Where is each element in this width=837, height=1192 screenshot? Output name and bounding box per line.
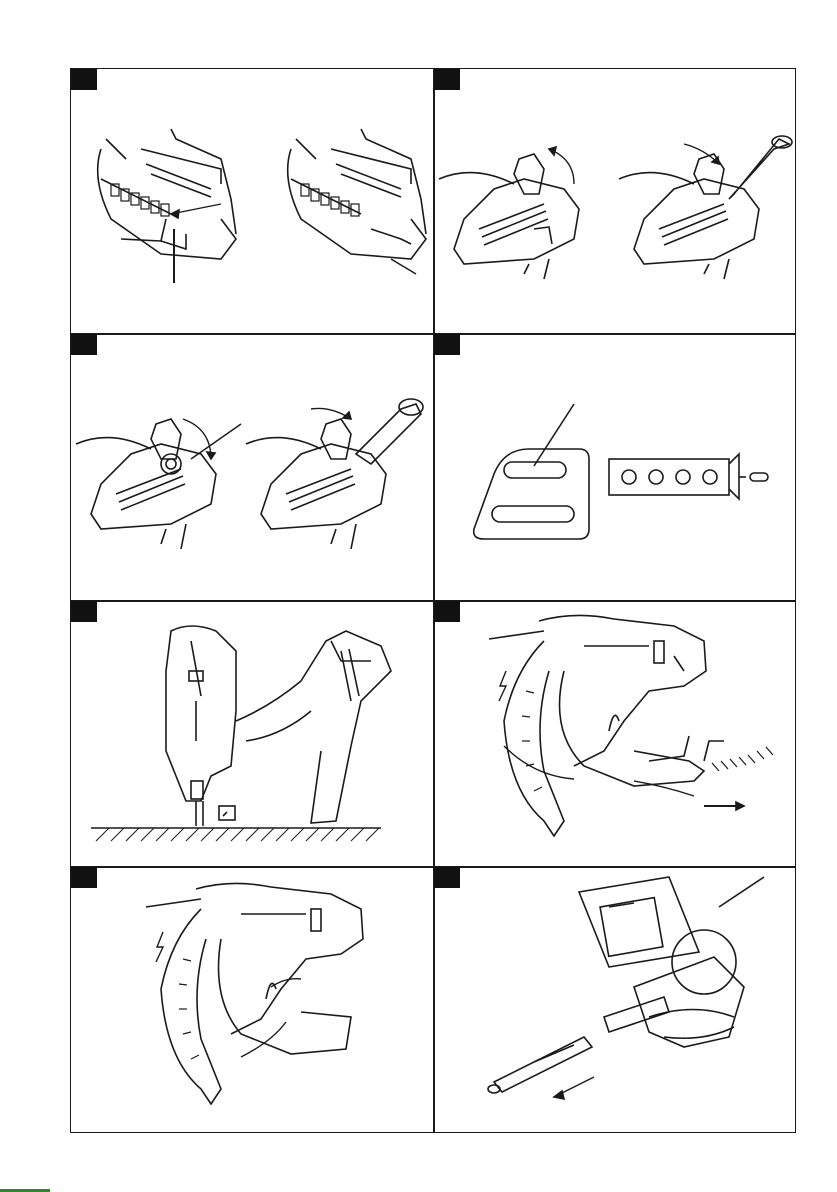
- cartridge-insert-illustration: [71, 334, 433, 600]
- panel-5: [71, 601, 433, 866]
- tool-perpendicular-illustration: [71, 601, 433, 866]
- magazine-open-illustration: [434, 601, 796, 866]
- panel-6: [434, 601, 796, 866]
- panel-7: [71, 867, 433, 1132]
- plate-and-strip-illustration: [434, 334, 796, 600]
- illustration-grid: [70, 68, 796, 1133]
- chamber-open-illustration: [434, 69, 796, 333]
- magazine-fastener-illustration: [71, 69, 433, 333]
- panel-1: [71, 69, 433, 333]
- panel-2: [434, 69, 796, 333]
- magazine-close-illustration: [71, 867, 433, 1132]
- panel-3: [71, 334, 433, 600]
- panel-4: [434, 334, 796, 600]
- panel-8: [434, 867, 796, 1132]
- cleaning-illustration: [434, 867, 796, 1132]
